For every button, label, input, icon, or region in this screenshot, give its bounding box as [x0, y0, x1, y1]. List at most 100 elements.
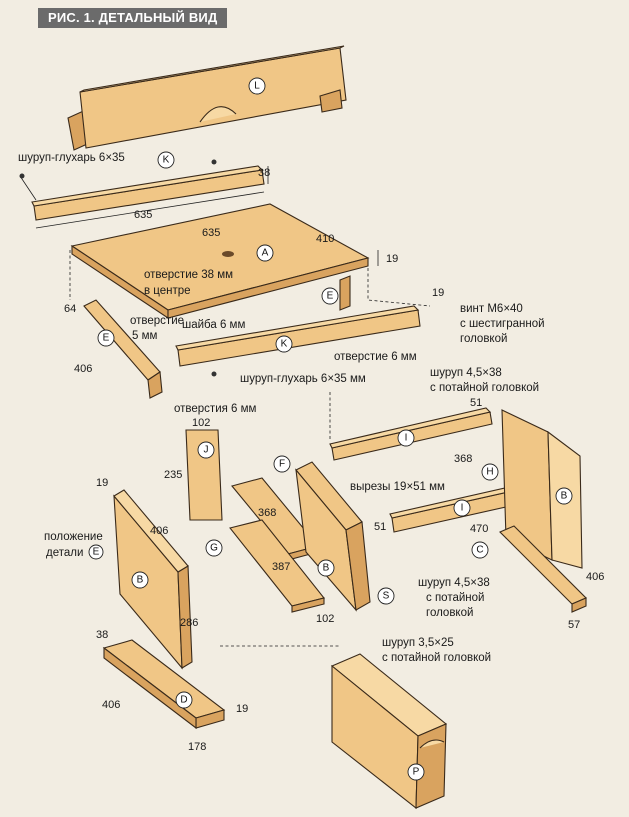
part-s-tag: S — [377, 587, 395, 605]
part-e-position-tag: E — [88, 544, 104, 560]
label-screw-45-a: шуруп 4,5×38 — [430, 367, 502, 379]
label-hole-5b: 5 мм — [132, 330, 157, 342]
dim-d-w: 38 — [96, 629, 108, 641]
part-i-top-tag: I — [397, 429, 415, 447]
dim-d-base: 178 — [188, 741, 206, 753]
label-screw-45-e: головкой — [426, 607, 473, 619]
part-b-left-letter: B — [137, 575, 144, 586]
part-b-right-tag: B — [555, 487, 573, 505]
part-e-tag-right: E — [321, 287, 339, 305]
label-washer: шайба 6 мм — [182, 319, 245, 331]
part-g-letter: G — [210, 543, 218, 554]
dim-a-len: 635 — [202, 227, 220, 239]
label-bolt-c: головкой — [460, 333, 507, 345]
lag-screw-head-right — [211, 159, 217, 165]
part-i-bottom-tag: I — [453, 499, 471, 517]
dim-a-t: 19 — [386, 253, 398, 265]
dim-b-h: 286 — [180, 617, 198, 629]
part-p-tag: P — [407, 763, 425, 781]
dim-k-len-line — [35, 191, 265, 229]
part-k-mid-letter: K — [281, 339, 288, 350]
part-b-mid-letter: B — [323, 563, 330, 574]
part-b-mid — [295, 461, 371, 612]
part-e-left — [83, 299, 163, 399]
dim-b-t: 19 — [96, 477, 108, 489]
part-i-bottom-letter: I — [461, 503, 464, 514]
part-b-right-letter: B — [561, 491, 568, 502]
lag-screw-mid-head — [211, 371, 217, 377]
part-e-left-tag: E — [97, 329, 115, 347]
guide-2 — [367, 268, 431, 307]
label-position-b: детали — [46, 547, 83, 559]
dim-f-len: 368 — [258, 507, 276, 519]
dim-c-w: 57 — [568, 619, 580, 631]
part-b-left-tag: B — [131, 571, 149, 589]
dim-b-len: 406 — [150, 525, 168, 537]
dim-i-len1: 368 — [454, 453, 472, 465]
dim-e-len: 406 — [74, 363, 92, 375]
part-j-tag: J — [197, 441, 215, 459]
figure-title: РИС. 1. ДЕТАЛЬНЫЙ ВИД — [38, 8, 228, 28]
part-e-position-letter: E — [93, 547, 100, 558]
part-b-right — [501, 409, 583, 569]
dim-d-len: 406 — [102, 699, 120, 711]
part-l — [67, 45, 347, 151]
part-p — [330, 653, 448, 810]
dim-fg-w: 102 — [316, 613, 334, 625]
part-d-letter: D — [180, 695, 187, 706]
label-screw-35-a: шуруп 3,5×25 — [382, 637, 454, 649]
dim-k-len: 635 — [134, 209, 152, 221]
dim-e-h: 64 — [64, 303, 76, 315]
dim-g-len: 387 — [272, 561, 290, 573]
part-e-right-letter: E — [327, 291, 334, 302]
dim-d-t: 19 — [236, 703, 248, 715]
label-screw-45-b: с потайной головкой — [430, 382, 539, 394]
part-b-mid-tag: B — [317, 559, 335, 577]
part-e-left-letter: E — [103, 333, 110, 344]
part-f-letter: F — [279, 459, 285, 470]
part-l-tag: L — [248, 77, 266, 95]
part-h-letter: H — [486, 467, 493, 478]
part-k-top-tag: K — [157, 151, 175, 169]
label-hole-center: в центре — [144, 285, 191, 297]
label-holes-6: отверстия 6 мм — [174, 403, 257, 415]
part-e-block — [339, 275, 351, 311]
part-k-top — [31, 165, 265, 221]
dim-i-w: 51 — [470, 397, 482, 409]
dim-j-w: 102 — [192, 417, 210, 429]
dim-i-len2: 470 — [470, 523, 488, 535]
lag-screw-leader — [19, 175, 37, 201]
label-lag-screw-top: шуруп-глухарь 6×35 — [18, 152, 125, 164]
dim-j-h: 235 — [164, 469, 182, 481]
part-h-tag: H — [481, 463, 499, 481]
part-i-top-letter: I — [405, 433, 408, 444]
label-lag-screw-mid: шуруп-глухарь 6×35 мм — [240, 373, 366, 385]
lag-screw-head-left — [19, 173, 25, 179]
dim-k-h: 38 — [258, 167, 270, 179]
label-cutouts: вырезы 19×51 мм — [350, 481, 445, 493]
part-f-tag: F — [273, 455, 291, 473]
part-c — [499, 525, 587, 613]
label-bolt-a: винт М6×40 — [460, 303, 523, 315]
label-position-a: положение — [44, 531, 103, 543]
part-a-tag: A — [256, 244, 274, 262]
part-d-tag: D — [175, 691, 193, 709]
label-bolt-b: с шестигранной — [460, 318, 545, 330]
dim-a-w: 410 — [316, 233, 334, 245]
label-hole-6: отверстие 6 мм — [334, 351, 417, 363]
part-a — [70, 203, 370, 320]
part-a-letter: A — [262, 248, 269, 259]
label-hole-5a: отверстие — [130, 315, 184, 327]
part-k-mid — [175, 305, 421, 367]
part-j-letter: J — [204, 445, 209, 456]
part-l-letter: L — [254, 81, 260, 92]
part-c-letter: C — [476, 545, 483, 556]
label-screw-35-b: с потайной головкой — [382, 652, 491, 664]
dim-i-h: 51 — [374, 521, 386, 533]
dim-k2-t: 19 — [432, 287, 444, 299]
part-c-tag: C — [471, 541, 489, 559]
part-g — [229, 519, 325, 613]
part-k-top-letter: K — [163, 155, 170, 166]
